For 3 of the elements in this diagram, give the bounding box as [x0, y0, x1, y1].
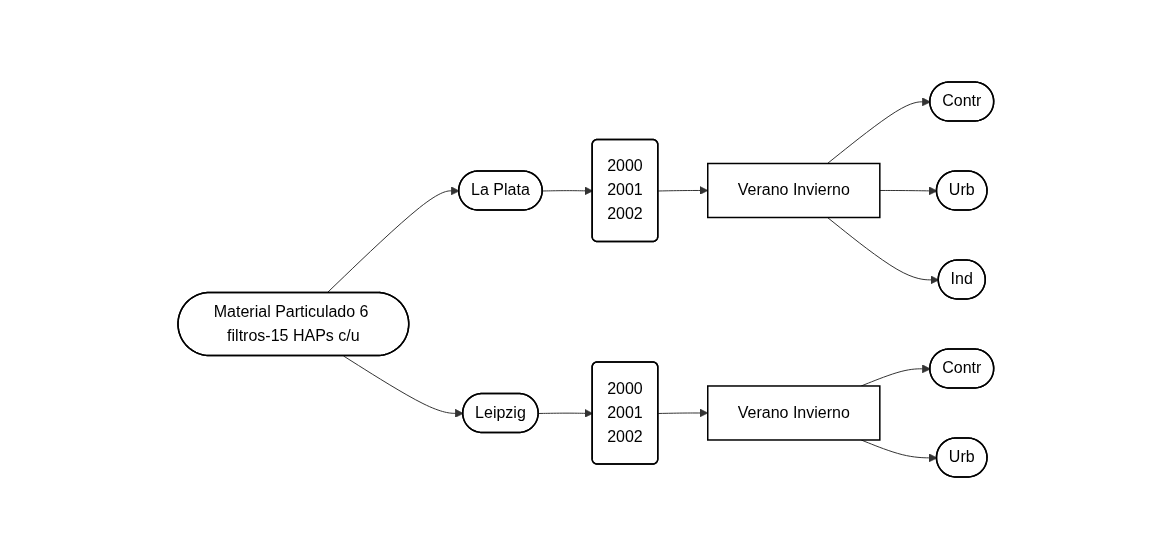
- node-box: Verano Invierno: [707, 385, 881, 441]
- arrow: [827, 97, 931, 164]
- node-box: Verano Invierno: [707, 162, 881, 219]
